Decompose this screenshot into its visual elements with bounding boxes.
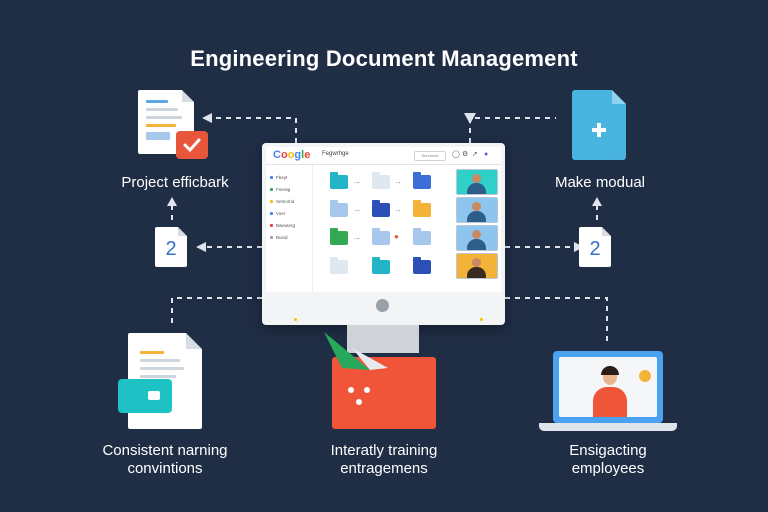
folder-icon[interactable] (413, 228, 431, 245)
sidebar-item[interactable]: Fnerag (270, 187, 290, 192)
coin-icon (639, 370, 651, 382)
diagram-title: Engineering Document Management (190, 46, 578, 71)
folder-icon[interactable] (372, 228, 390, 245)
connector-monitor-to-naming (171, 297, 262, 325)
search-icon[interactable]: ◯ (452, 151, 460, 158)
laptop-screen (559, 357, 657, 417)
user-icon[interactable]: ● (484, 151, 489, 158)
folder-icon[interactable] (372, 200, 390, 217)
arrowhead-up-left (167, 197, 177, 206)
screen-logo: Coogle (273, 149, 311, 161)
sidebar-item[interactable]: Voer (270, 211, 285, 216)
green-paper-icon (324, 332, 388, 370)
share-icon[interactable]: ➚ (472, 151, 478, 158)
arrowhead-left-number (196, 242, 206, 252)
connector-monitor-to-project (210, 117, 297, 143)
label-naming-1: Consistent narning (102, 442, 228, 459)
folder-icon[interactable] (330, 200, 348, 217)
label-modual: Make modual (554, 174, 646, 191)
chart-file-icon[interactable] (330, 257, 348, 274)
modual-document-icon (572, 90, 626, 160)
monitor: Coogle Fegwrhge Sehrsrcte ◯ ⚙ ➚ ● Fbeyt … (262, 143, 505, 325)
folder-icon[interactable] (413, 172, 431, 189)
label-employees-1: Ensigacting (569, 442, 647, 459)
training-folder-icon (332, 357, 436, 429)
folder-icon[interactable] (330, 228, 348, 245)
left-number: 2 (165, 238, 177, 260)
sidebar-item[interactable]: Fbeyt (270, 175, 287, 180)
monitor-screen: Coogle Fegwrhge Sehrsrcte ◯ ⚙ ➚ ● Fbeyt … (266, 147, 501, 292)
label-naming-2: convintions (127, 460, 203, 477)
profile-thumbnail[interactable] (456, 225, 498, 251)
label-employees-2: employees (571, 460, 645, 477)
profile-thumbnail[interactable] (456, 197, 498, 223)
sidebar-item[interactable]: Bweuterg (270, 223, 295, 228)
monitor-stand (347, 325, 419, 353)
label-training-2: entragemens (340, 460, 428, 477)
check-icon (176, 131, 208, 159)
arrowhead-modual (464, 113, 476, 124)
profile-thumbnail[interactable] (456, 169, 498, 195)
screen-sidebar: Fbeyt Fnerag Setnornd Voer Bweuterg Buio… (266, 165, 313, 292)
chart-file-icon[interactable] (372, 172, 390, 189)
label-training-1: Interatly training (330, 442, 438, 459)
connector-monitor-to-employees (505, 297, 608, 345)
screen-search-input[interactable]: Sehrsrcte (414, 151, 446, 161)
folder-icon[interactable] (372, 257, 390, 274)
sidebar-item[interactable]: Buiod (270, 235, 288, 240)
screen-app-name: Fegwrhge (322, 151, 349, 157)
folder-icon[interactable] (413, 257, 431, 274)
power-icon[interactable] (376, 299, 389, 312)
arrowhead-up-right (592, 197, 602, 206)
laptop-base (539, 423, 677, 431)
folder-icon[interactable] (330, 172, 348, 189)
screen-topbar: Coogle Fegwrhge Sehrsrcte ◯ ⚙ ➚ ● (266, 147, 501, 165)
arrowhead-project (202, 113, 212, 123)
card-icon (118, 379, 172, 413)
sidebar-item[interactable]: Setnornd (270, 199, 294, 204)
folder-icon[interactable] (413, 200, 431, 217)
left-number-document: 2 (155, 227, 187, 267)
right-number-document: 2 (579, 227, 611, 267)
laptop-icon (553, 351, 663, 423)
settings-icon[interactable]: ⚙ (462, 151, 469, 158)
profile-thumbnail[interactable] (456, 253, 498, 279)
label-project: Project efficbark (121, 174, 229, 191)
right-number: 2 (589, 238, 601, 260)
connector-monitor-to-modual (469, 117, 556, 143)
